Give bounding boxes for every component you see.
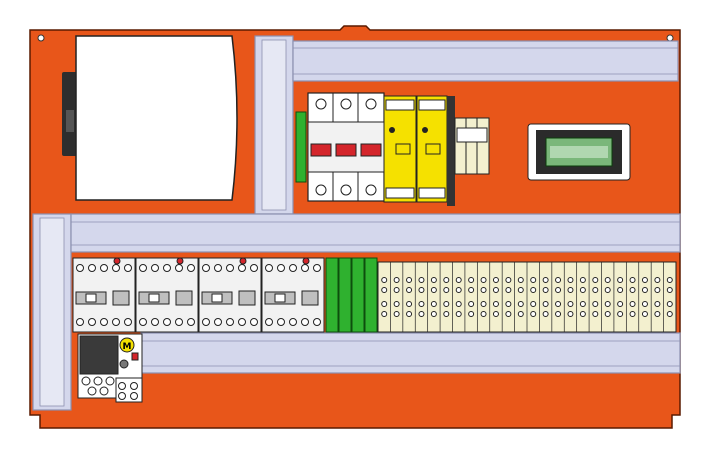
motor-protector-screws — [81, 376, 115, 396]
rail-terminal-24 — [663, 262, 673, 332]
rail-terminal-7 — [452, 262, 462, 332]
rail-terminal-21 — [625, 262, 636, 332]
rail-terminal-8 — [464, 262, 475, 332]
green-terminal-2 — [338, 257, 352, 333]
breaker-pole-1[interactable] — [310, 143, 332, 157]
rail-terminal-14 — [539, 262, 549, 332]
terminal-block-small — [454, 117, 490, 175]
rail-terminal-9 — [476, 262, 487, 332]
rail-terminal-2 — [390, 262, 400, 332]
rail-terminal-19 — [601, 262, 611, 332]
horizontal-duct-middle — [70, 213, 681, 253]
green-terminal-group — [325, 257, 378, 333]
rail-terminal-15 — [551, 262, 562, 332]
din-end-clamp — [447, 96, 455, 206]
contactor-4 — [261, 257, 325, 333]
display-module — [527, 123, 631, 181]
rail-terminal-13 — [526, 262, 537, 332]
mount-hole-tl — [37, 34, 45, 42]
rail-terminal-1 — [377, 262, 388, 332]
breaker-pole-3[interactable] — [360, 143, 382, 157]
motor-protector: M — [77, 333, 143, 403]
contactor-1 — [72, 257, 136, 333]
rail-terminal-3 — [402, 262, 413, 332]
rail-terminal-16 — [563, 262, 574, 332]
rail-terminal-4 — [414, 262, 425, 332]
contactor-group — [72, 257, 325, 333]
three-pole-breaker — [307, 92, 385, 202]
rail-terminal-10 — [489, 262, 499, 332]
rail-terminal-20 — [613, 262, 624, 332]
power-supply-box — [75, 35, 238, 201]
contactor-3 — [198, 257, 262, 333]
breaker-pole-2[interactable] — [335, 143, 357, 157]
horizontal-duct-bottom — [140, 332, 681, 374]
contactor-2 — [135, 257, 199, 333]
rail-terminal-12 — [514, 262, 524, 332]
green-terminal-4 — [364, 257, 378, 333]
motor-protector-mark: M — [123, 342, 132, 352]
green-terminal-3 — [351, 257, 365, 333]
rail-terminal-6 — [439, 262, 450, 332]
green-terminal-1 — [325, 257, 339, 333]
safety-relay-1 — [383, 95, 417, 203]
green-end-stop — [295, 111, 307, 183]
rail-terminal-23 — [650, 262, 661, 332]
horizontal-duct-top — [292, 40, 679, 82]
rail-terminal-5 — [427, 262, 437, 332]
rail-terminal-22 — [638, 262, 648, 332]
rail-terminal-18 — [588, 262, 599, 332]
mount-hole-tr — [666, 34, 674, 42]
terminal-rail — [377, 261, 677, 333]
rail-terminal-11 — [501, 262, 512, 332]
rail-terminal-17 — [576, 262, 586, 332]
safety-relay-2 — [416, 95, 448, 203]
